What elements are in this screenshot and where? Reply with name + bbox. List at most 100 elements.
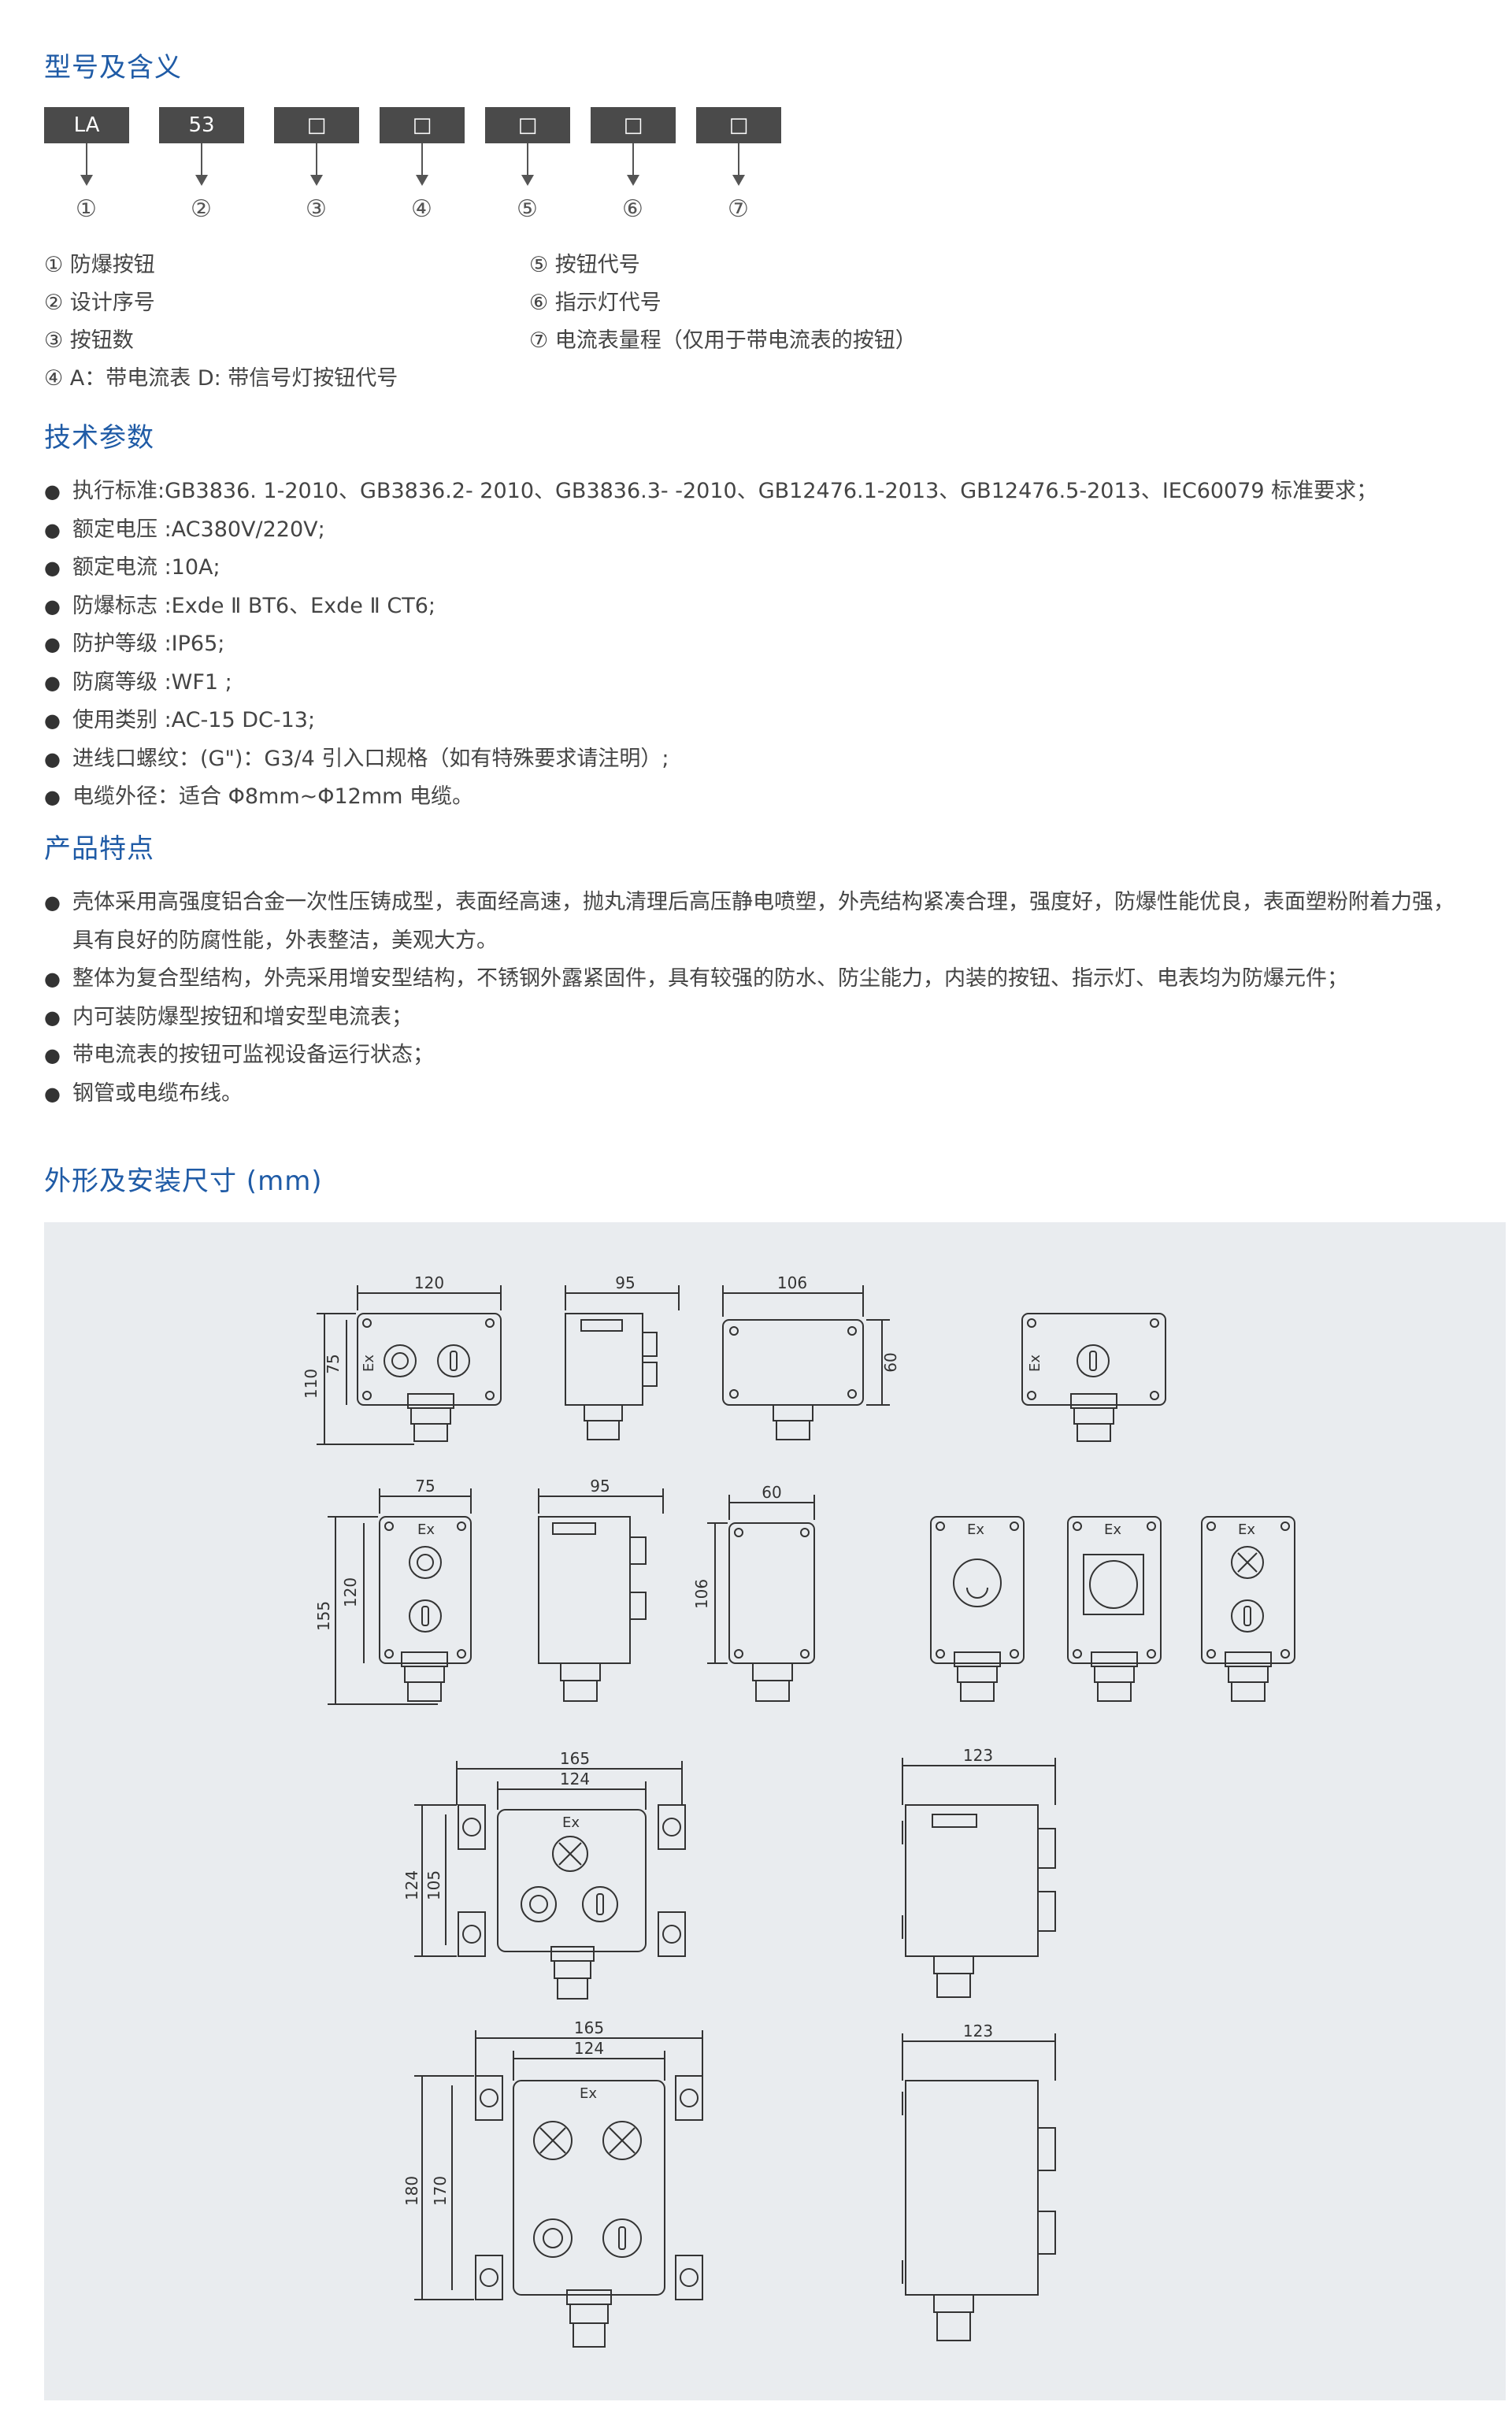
meaning-7: ⑦ 电流表量程（仅用于带电流表的按钮） [529, 328, 917, 353]
code-box-5: □ [485, 107, 570, 143]
code-box-1: LA [44, 107, 129, 143]
side-view-123-tall: 123 [902, 2022, 1056, 2341]
tech-param-item: 使用类别 :AC-15 DC-13; [44, 702, 1377, 740]
circle-number-6: ⑥ [622, 195, 643, 223]
section-title-features: 产品特点 [44, 833, 154, 865]
side-view-95: 95 [565, 1273, 680, 1440]
circle-number-3: ③ [306, 195, 327, 223]
front-view-lamp-button: Ex [1201, 1516, 1295, 1702]
side-view-123: 123 [902, 1746, 1056, 1998]
meaning-2: ② 设计序号 [44, 291, 155, 315]
features-list: 壳体采用高强度铝合金一次性压铸成型，表面经高速，抛丸清理后高压静电喷塑，外壳结构… [44, 884, 1455, 1113]
arrow-2 [201, 143, 202, 180]
circle-number-7: ⑦ [728, 195, 749, 223]
side-view-vertical-95: 95 [538, 1477, 664, 1702]
meaning-1: ① 防爆按钮 [44, 253, 155, 277]
dim-155: 155 [314, 1601, 333, 1631]
tech-param-item: 额定电压 :AC380V/220V; [44, 511, 1377, 550]
dim-106: 106 [777, 1273, 807, 1292]
ex-label: Ex [1027, 1355, 1043, 1372]
circle-number-1: ① [76, 195, 97, 223]
front-view-3-element: 165 124 124 105 Ex [402, 1749, 686, 2000]
dim-120: 120 [414, 1273, 444, 1292]
feature-item: 壳体采用高强度铝合金一次性压铸成型，表面经高速，抛丸清理后高压静电喷塑，外壳结构… [44, 884, 1455, 922]
arrowhead-1 [80, 175, 93, 186]
meaning-5: ⑤ 按钮代号 [529, 253, 640, 277]
code-box-4: □ [380, 107, 465, 143]
tech-param-item: 防护等级 :IP65; [44, 625, 1377, 664]
front-view-square-button: Ex [1067, 1516, 1162, 1702]
ex-label: Ex [1238, 1521, 1255, 1538]
arrowhead-4 [416, 175, 428, 186]
tech-param-item: 电缆外径：适合 Φ8mm~Φ12mm 电缆。 [44, 778, 1377, 817]
meaning-3: ③ 按钮数 [44, 328, 134, 353]
dim-75: 75 [415, 1477, 435, 1496]
model-code-row: LA 53 □ □ □ □ □ ① ② ③ ④ ⑤ ⑥ ⑦ [44, 107, 800, 223]
tech-param-item: 额定电流 :10A; [44, 549, 1377, 587]
arrow-1 [86, 143, 87, 180]
ex-label: Ex [580, 2085, 597, 2102]
arrowhead-6 [627, 175, 639, 186]
meaning-4: ④ A：带电流表 D: 带信号灯按钮代号 [44, 366, 398, 391]
feature-item: 带电流表的按钮可监视设备运行状态； [44, 1036, 1455, 1075]
feature-item-continuation: 具有良好的防腐性能，外表整洁，美观大方。 [72, 928, 498, 953]
arrow-3 [316, 143, 317, 180]
feature-item: 钢管或电缆布线。 [44, 1075, 1455, 1114]
dim-124: 124 [560, 1770, 590, 1788]
circle-number-4: ④ [411, 195, 432, 223]
code-box-6: □ [591, 107, 676, 143]
feature-item: 内可装防爆型按钮和增安型电流表； [44, 999, 1455, 1037]
dimension-drawing: 120 110 75 Ex 95 [302, 1273, 1295, 2348]
section-title-dims: 外形及安装尺寸 (mm) [44, 1166, 323, 1197]
dim-95: 95 [615, 1273, 635, 1292]
dim-95: 95 [590, 1477, 610, 1496]
ex-label: Ex [361, 1355, 377, 1372]
dimension-drawing-panel: 120 110 75 Ex 95 [44, 1222, 1506, 2400]
code-box-2: 53 [159, 107, 244, 143]
tech-param-item: 防腐等级 :WF1 ; [44, 664, 1377, 702]
dim-105: 105 [424, 1870, 443, 1900]
front-view-4-element: 165 124 180 170 Ex [402, 2018, 703, 2348]
circle-number-5: ⑤ [517, 195, 538, 223]
front-view-emergency-stop: Ex [930, 1516, 1025, 1702]
front-view-2-button: 120 110 75 Ex [302, 1273, 502, 1445]
ex-label: Ex [417, 1521, 435, 1538]
arrowhead-5 [521, 175, 534, 186]
dim-106: 106 [692, 1579, 711, 1609]
arrow-6 [632, 143, 634, 180]
dim-170: 170 [431, 2176, 450, 2206]
dim-75: 75 [324, 1354, 343, 1373]
tech-param-item: 防爆标志 :Exde Ⅱ BT6、Exde Ⅱ CT6; [44, 587, 1377, 626]
code-box-7: □ [696, 107, 781, 143]
top-view-106: 106 60 [722, 1273, 900, 1440]
code-box-3: □ [274, 107, 359, 143]
meaning-6: ⑥ 指示灯代号 [529, 291, 662, 315]
front-view-vertical-2-button: 75 155 120 Ex [314, 1477, 472, 1705]
arrowhead-3 [310, 175, 323, 186]
feature-item: 整体为复合型结构，外壳采用增安型结构，不锈钢外露紧固件，具有较强的防水、防尘能力… [44, 960, 1455, 999]
tech-param-item: 执行标准:GB3836. 1-2010、GB3836.2- 2010、GB383… [44, 473, 1377, 511]
arrowhead-7 [732, 175, 745, 186]
tech-params-list: 执行标准:GB3836. 1-2010、GB3836.2- 2010、GB383… [44, 473, 1377, 817]
ex-label: Ex [562, 1814, 580, 1831]
section-title-model: 型号及含义 [44, 52, 182, 83]
front-view-1-button: Ex [1021, 1313, 1166, 1442]
ex-label: Ex [1104, 1521, 1121, 1538]
dim-124: 124 [402, 1870, 421, 1900]
dim-124: 124 [574, 2039, 604, 2058]
dim-180: 180 [402, 2176, 421, 2206]
arrowhead-2 [195, 175, 208, 186]
side-view-vertical-60: 60 106 [692, 1483, 815, 1702]
dim-165: 165 [560, 1749, 590, 1768]
circle-number-2: ② [191, 195, 212, 223]
arrow-7 [738, 143, 739, 180]
tech-param-item: 进线口螺纹：(G")：G3/4 引入口规格（如有特殊要求请注明）; [44, 740, 1377, 779]
dim-165: 165 [574, 2018, 604, 2037]
dim-110: 110 [302, 1369, 321, 1399]
ex-label: Ex [967, 1521, 984, 1538]
dim-123: 123 [963, 1746, 993, 1765]
section-title-tech: 技术参数 [44, 422, 154, 454]
dim-60: 60 [881, 1352, 900, 1372]
dim-60: 60 [762, 1483, 781, 1502]
